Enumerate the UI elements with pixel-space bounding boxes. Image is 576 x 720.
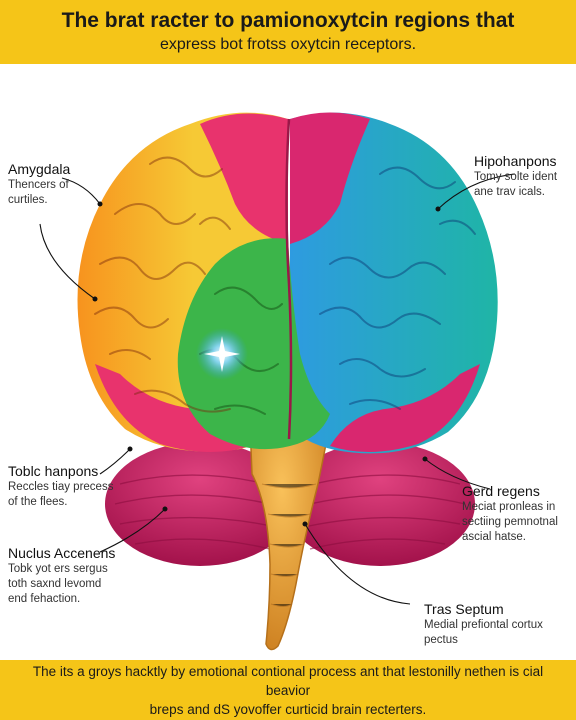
callout-desc: ane trav icals.	[474, 186, 545, 198]
callout-title: Nuclus Accenens	[8, 545, 116, 561]
footer-banner: The its a groys hacktly by emotional con…	[0, 660, 576, 720]
page-title: The brat racter to pamionoxytcin regions…	[61, 9, 515, 32]
limbic-green-region	[177, 238, 330, 450]
cerebellum-right	[285, 442, 475, 566]
left-frontal-pink	[200, 113, 288, 244]
callout-desc: end fehaction.	[8, 593, 81, 605]
callout-gerd: Gerd regens Meciat pronleas in sectiing …	[462, 482, 572, 545]
callout-desc: of the flees.	[8, 496, 68, 508]
callout-desc: Tomy solte ident	[474, 171, 558, 183]
page-subtitle: express bot frotss oxytcin receptors.	[159, 36, 417, 53]
callout-desc: Thencers of	[8, 179, 69, 191]
right-hemisphere	[290, 112, 498, 454]
right-temporal-lobe	[330, 364, 480, 453]
callout-hippocampus: Hipohanpons Tomy solte ident ane trav ic…	[474, 152, 574, 200]
footer-text: The its a groys hacktly by emotional con…	[32, 663, 544, 698]
callout-desc: Reccles tiay precess	[8, 481, 114, 493]
callout-amygdala: Amygdala Thencers of curtiles.	[8, 160, 118, 208]
callout-nucleus-accumbens: Nuclus Accenens Tobk yot ers sergus toth…	[8, 544, 128, 607]
footer-text: breps and dS yovoffer curticid brain rec…	[149, 701, 427, 717]
callout-desc: Tobk yot ers sergus	[8, 563, 108, 575]
callout-desc: curtiles.	[8, 194, 48, 206]
leader-lines	[39, 173, 516, 605]
right-gyri	[319, 166, 476, 410]
callout-desc: pectus	[424, 634, 458, 646]
callout-title: Amygdala	[8, 161, 71, 177]
brain-illustration	[39, 112, 516, 651]
callout-desc: Meciat pronleas in	[462, 501, 556, 513]
stem-ridges	[261, 483, 317, 607]
callout-septum: Tras Septum Medial prefiontal cortux pec…	[424, 600, 574, 648]
right-frontal-pink	[290, 112, 370, 244]
cerebellum-left	[105, 442, 295, 566]
callout-desc: toth saxnd levomd	[8, 578, 102, 590]
callout-title: Hipohanpons	[474, 153, 557, 169]
callout-title: Toblc hanpons	[8, 463, 99, 479]
sparkle-icon	[196, 328, 248, 380]
brain-diagram: Amygdala Thencers of curtiles. Hipohanpo…	[0, 64, 576, 660]
callout-title: Tras Septum	[424, 601, 504, 617]
callout-desc: sectiing pemnotnal	[462, 516, 558, 528]
callout-desc: ascial hatse.	[462, 531, 526, 543]
header-banner: The brat racter to pamionoxytcin regions…	[0, 0, 576, 64]
longitudinal-fissure	[285, 118, 293, 440]
callout-toblc: Toblc hanpons Reccles tiay precess of th…	[8, 462, 128, 510]
leader-dots	[92, 201, 441, 527]
left-gyri	[94, 156, 231, 413]
callout-desc: Medial prefiontal cortux	[424, 619, 543, 631]
callout-title: Gerd regens	[462, 483, 540, 499]
